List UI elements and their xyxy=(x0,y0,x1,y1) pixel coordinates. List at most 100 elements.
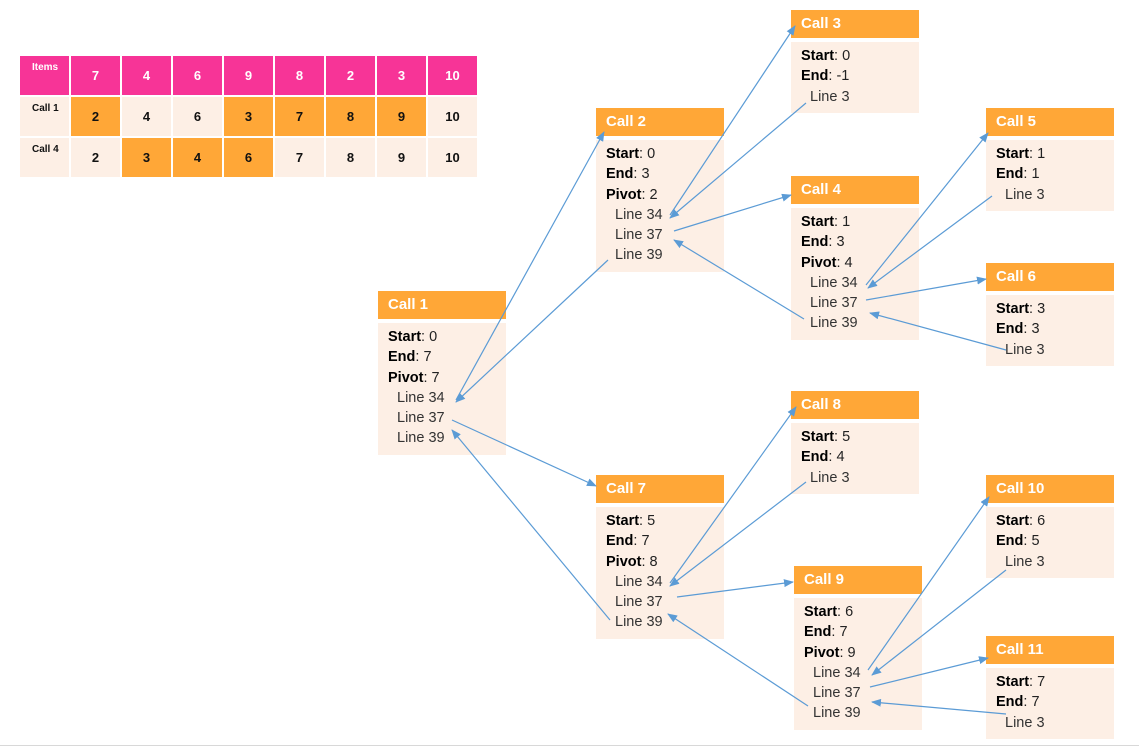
line-39: Line 39 xyxy=(615,614,663,631)
line-37: Line 37 xyxy=(813,685,861,702)
start-label: Start xyxy=(606,513,640,529)
start-label: Start xyxy=(996,674,1030,690)
pivot-row: Pivot: 9 xyxy=(804,644,856,661)
start-row: Start: 7 xyxy=(996,674,1046,690)
items-header-cell: 7 xyxy=(71,56,120,95)
table-cell: 8 xyxy=(326,97,375,136)
line-3: Line 3 xyxy=(1005,714,1045,731)
arrow-call7-return-call1 xyxy=(451,429,611,621)
call-title: Call 9 xyxy=(794,566,922,594)
end-value: 7 xyxy=(423,349,432,366)
end-value: 4 xyxy=(836,449,845,466)
call-body: Start: 5 End: 4 Line 3 xyxy=(791,423,919,494)
call-title: Call 6 xyxy=(986,263,1114,291)
items-header-cell: 6 xyxy=(173,56,222,95)
call-title: Call 11 xyxy=(986,636,1114,664)
call-body: Start: 1 End: 1 Line 3 xyxy=(986,140,1114,211)
end-row: End: 1 xyxy=(996,166,1040,183)
start-row: Start: 0 xyxy=(388,329,438,345)
end-value: 3 xyxy=(641,166,650,183)
pivot-label: Pivot xyxy=(388,369,424,386)
start-label: Start xyxy=(996,146,1030,162)
start-value: 6 xyxy=(1037,513,1046,529)
call-title: Call 2 xyxy=(596,108,724,136)
items-header-cell: 9 xyxy=(224,56,273,95)
end-label: End xyxy=(388,349,416,366)
call-6-box: Call 6 Start: 3 End: 3 Line 3 xyxy=(986,263,1114,366)
call-5-box: Call 5 Start: 1 End: 1 Line 3 xyxy=(986,108,1114,211)
items-header-cell: 3 xyxy=(377,56,426,95)
start-label: Start xyxy=(388,329,422,345)
items-header-cell: 10 xyxy=(428,56,477,95)
table-cell: 4 xyxy=(122,97,171,136)
end-label: End xyxy=(606,533,634,550)
pivot-value: 8 xyxy=(649,553,658,570)
table-cell: 9 xyxy=(377,97,426,136)
line-3: Line 3 xyxy=(1005,186,1045,203)
start-row: Start: 3 xyxy=(996,301,1046,317)
call-7-box: Call 7 Start: 5 End: 7 Pivot: 8 Line 34 … xyxy=(596,475,724,639)
start-value: 1 xyxy=(1037,146,1046,162)
table-cell: 7 xyxy=(275,138,324,177)
pivot-value: 9 xyxy=(847,644,856,661)
line-34: Line 34 xyxy=(813,664,861,681)
end-value: 7 xyxy=(839,624,848,641)
pivot-row: Pivot: 2 xyxy=(606,186,658,203)
pivot-label: Pivot xyxy=(801,254,837,271)
pivot-value: 2 xyxy=(649,186,658,203)
end-value: 7 xyxy=(1031,694,1040,711)
end-row: End: 5 xyxy=(996,533,1040,550)
start-label: Start xyxy=(606,146,640,162)
end-value: 5 xyxy=(1031,533,1040,550)
start-value: 5 xyxy=(842,429,851,445)
call-10-box: Call 10 Start: 6 End: 5 Line 3 xyxy=(986,475,1114,578)
end-label: End xyxy=(804,624,832,641)
start-value: 3 xyxy=(1037,301,1046,317)
start-row: Start: 6 xyxy=(996,513,1046,529)
line-37: Line 37 xyxy=(397,410,445,427)
bottom-divider xyxy=(0,745,1139,746)
end-row: End: 4 xyxy=(801,449,845,466)
start-value: 6 xyxy=(845,604,854,620)
call-title: Call 10 xyxy=(986,475,1114,503)
call-title: Call 5 xyxy=(986,108,1114,136)
end-label: End xyxy=(801,449,829,466)
call-4-box: Call 4 Start: 1 End: 3 Pivot: 4 Line 34 … xyxy=(791,176,919,340)
start-row: Start: 1 xyxy=(801,214,851,230)
table-cell: 3 xyxy=(224,97,273,136)
end-label: End xyxy=(606,166,634,183)
table-cell: 6 xyxy=(224,138,273,177)
call-body: Start: 0 End: 7 Pivot: 7 Line 34 Line 37… xyxy=(378,323,506,455)
line-37: Line 37 xyxy=(810,295,858,312)
call-body: Start: 6 End: 5 Line 3 xyxy=(986,507,1114,578)
start-row: Start: 6 xyxy=(804,604,854,620)
call-body: Start: 1 End: 3 Pivot: 4 Line 34 Line 37… xyxy=(791,208,919,340)
items-header-label: Items xyxy=(20,56,69,95)
call-11-box: Call 11 Start: 7 End: 7 Line 3 xyxy=(986,636,1114,739)
table-row: Call 4 2 3 4 6 7 8 9 10 xyxy=(20,138,477,177)
end-row: End: 3 xyxy=(606,166,650,183)
call-title: Call 8 xyxy=(791,391,919,419)
start-label: Start xyxy=(804,604,838,620)
items-header-cell: 2 xyxy=(326,56,375,95)
line-39: Line 39 xyxy=(810,315,858,332)
table-cell: 6 xyxy=(173,97,222,136)
line-34: Line 34 xyxy=(615,573,663,590)
start-value: 1 xyxy=(842,214,851,230)
end-label: End xyxy=(996,166,1024,183)
pivot-label: Pivot xyxy=(606,553,642,570)
table-cell: 10 xyxy=(428,138,477,177)
call-title: Call 3 xyxy=(791,10,919,38)
line-34: Line 34 xyxy=(615,206,663,223)
end-label: End xyxy=(801,68,829,85)
items-table: Items 7 4 6 9 8 2 3 10 Call 1 2 4 6 3 7 … xyxy=(18,54,479,179)
pivot-row: Pivot: 4 xyxy=(801,254,853,271)
line-39: Line 39 xyxy=(397,430,445,447)
call-title: Call 7 xyxy=(596,475,724,503)
line-34: Line 34 xyxy=(810,274,858,291)
line-39: Line 39 xyxy=(615,247,663,264)
start-row: Start: 0 xyxy=(606,146,656,162)
call-body: Start: 5 End: 7 Pivot: 8 Line 34 Line 37… xyxy=(596,507,724,639)
line-37: Line 37 xyxy=(615,227,663,244)
start-label: Start xyxy=(801,48,835,64)
